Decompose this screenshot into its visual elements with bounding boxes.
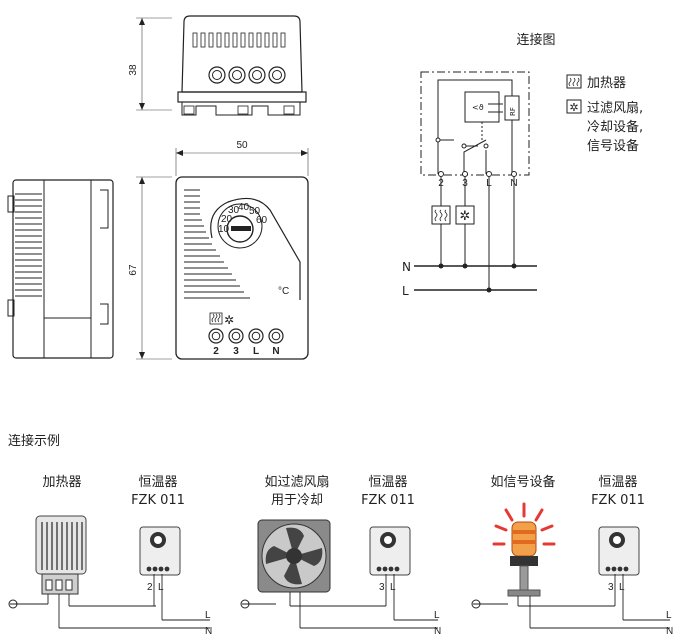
legend-fan-line-1: 过滤风扇, — [587, 100, 643, 116]
front-vent-slots — [184, 189, 250, 299]
panel2-device-line-1: 如过滤风扇 — [264, 474, 329, 490]
dial-scale-10: 10 — [218, 224, 230, 235]
dial-unit-label: °C — [278, 286, 289, 297]
panel2-terminal-b: L — [390, 582, 396, 593]
panel3-wire-n: N — [666, 626, 673, 635]
panel3-device-label: 如信号设备 — [490, 474, 555, 490]
panel1-terminal-a: 2 — [147, 582, 153, 593]
dial-scale-20: 20 — [221, 214, 233, 225]
panel3-thermostat-line-1: 恒温器 — [598, 475, 637, 490]
heater-device-image — [35, 515, 87, 595]
fan-icon: ✲ — [224, 313, 234, 327]
panel3-terminal-b: L — [619, 582, 625, 593]
dim-height-front: 67 — [128, 264, 139, 276]
front-terminal-2: 2 — [213, 346, 219, 357]
signal-light-image — [492, 502, 556, 597]
panel3-thermostat-line-2: FZK 011 — [591, 493, 645, 508]
sensor-symbol: <ϑ — [472, 103, 484, 112]
dim-height-top: 38 — [128, 64, 139, 76]
dim-width: 50 — [236, 140, 248, 151]
panel2-wire-n: N — [434, 626, 441, 635]
top-terminal-screws — [208, 66, 286, 84]
front-terminal-l: L — [253, 346, 259, 357]
panel1-wire-n: N — [205, 626, 212, 635]
example-panel-heater: 加热器 恒温器 FZK 011 2 L — [8, 475, 212, 635]
panel3-wire-l: L — [666, 610, 672, 621]
fan-device-image — [257, 519, 331, 593]
panel1-thermostat-image — [139, 526, 181, 576]
panel1-device-label: 加热器 — [42, 475, 81, 490]
panel1-terminal-b: L — [158, 582, 164, 593]
legend-fan-line-3: 信号设备 — [587, 138, 639, 154]
front-terminal-3: 3 — [233, 346, 239, 357]
example-panel-fan: 如过滤风扇 用于冷却 恒温器 FZK 011 3 L — [240, 474, 441, 635]
panel2-thermostat-line-1: 恒温器 — [368, 475, 407, 490]
wiring-fan-load: ✲ — [455, 205, 475, 225]
wiring-legend: 加热器 ✲ 过滤风扇, 冷却设备, 信号设备 — [566, 74, 643, 154]
top-vent-slots — [192, 32, 286, 48]
front-terminals — [208, 328, 284, 344]
panel2-thermostat-image — [369, 526, 411, 576]
panel3-terminal-a: 3 — [608, 582, 614, 593]
legend-heater-text: 加热器 — [587, 76, 626, 91]
wiring-heater-load — [431, 205, 451, 225]
top-view-drawing: 38 — [128, 15, 307, 116]
panel1-thermostat-line-2: FZK 011 — [131, 493, 185, 508]
panel1-wire-l: L — [205, 610, 211, 621]
dial-scale-60: 60 — [256, 215, 268, 226]
legend-fan-icon: ✲ — [566, 99, 582, 114]
dial-scale-30: 30 — [228, 205, 240, 216]
panel1-thermostat-line-1: 恒温器 — [138, 475, 177, 490]
dial-scale-50: 50 — [249, 206, 261, 217]
panel2-terminal-a: 3 — [379, 582, 385, 593]
line-n-label: N — [402, 260, 411, 274]
svg-text:✲: ✲ — [569, 101, 578, 114]
example-panel-signal: 如信号设备 恒温器 FZK 011 — [471, 474, 673, 635]
side-view-drawing — [7, 179, 114, 359]
panel2-wire-l: L — [434, 610, 440, 621]
line-l-label: L — [402, 284, 409, 298]
panel2-thermostat-line-2: FZK 011 — [361, 493, 415, 508]
panel2-device-line-2: 用于冷却 — [271, 493, 323, 508]
dial-scale-40: 40 — [238, 202, 250, 213]
examples-title: 连接示例 — [8, 433, 60, 449]
wiring-title: 连接图 — [516, 32, 555, 48]
temperature-dial: 10 20 30 40 50 60 — [217, 202, 268, 249]
legend-fan-line-2: 冷却设备, — [587, 119, 643, 135]
heater-icon — [209, 312, 223, 325]
wiring-diagram: 连接图 <ϑ RF 2 3 L N — [402, 32, 643, 298]
relay-label: RF — [509, 107, 517, 116]
panel3-thermostat-image — [598, 526, 640, 576]
side-vent-slots — [15, 193, 42, 297]
svg-text:✲: ✲ — [460, 209, 471, 224]
legend-heater-icon — [566, 74, 582, 89]
front-view-drawing: 50 67 10 20 30 — [128, 140, 309, 360]
front-terminal-n: N — [272, 346, 279, 357]
